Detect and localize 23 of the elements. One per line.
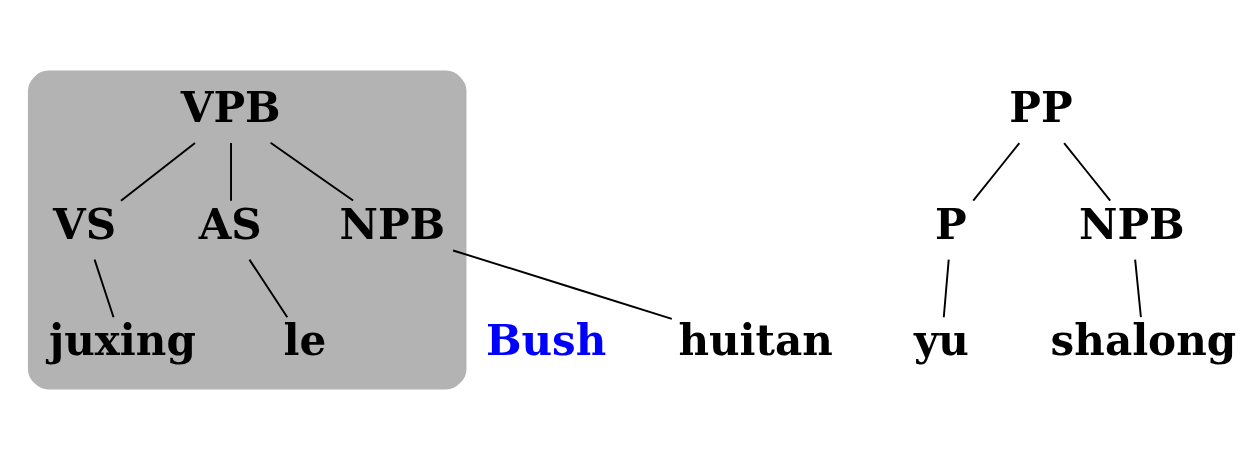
node-text: NPB: [339, 198, 446, 249]
connector: [1063, 141, 1112, 202]
connector: [230, 141, 232, 202]
node-text: PP: [1009, 81, 1073, 132]
cluster: [27, 70, 467, 389]
node-text: juxing: [48, 314, 196, 365]
label: Bush: [485, 314, 607, 365]
connector: [248, 258, 289, 318]
connector: [1134, 258, 1142, 318]
connector: [972, 141, 1021, 202]
connector: [942, 258, 950, 318]
node-text: le: [283, 314, 327, 365]
node-text: yu: [913, 314, 969, 365]
node-text: huitan: [678, 314, 833, 365]
node-text: VPB: [180, 81, 281, 132]
node-text: VS: [53, 198, 117, 249]
connector: [269, 141, 355, 202]
node-text: AS: [198, 198, 262, 249]
node-text: P: [934, 198, 967, 249]
connector: [120, 141, 196, 202]
node-text: NPB: [1078, 198, 1185, 249]
connector: [93, 258, 115, 318]
node-text: shalong: [1050, 314, 1237, 365]
